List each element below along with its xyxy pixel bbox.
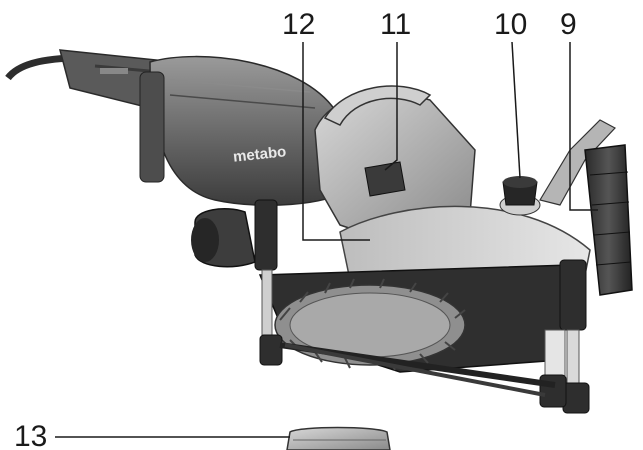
- leader-line-12: [302, 42, 370, 241]
- leader-line-9: [569, 42, 598, 211]
- leader-line-10: [511, 41, 521, 179]
- cutting-guard: [339, 205, 591, 281]
- callout-9: 9: [560, 8, 577, 41]
- callout-12: 12: [282, 8, 316, 41]
- callout-11: 11: [380, 8, 412, 41]
- spindle-lock-button: [364, 161, 406, 197]
- auxiliary-bow: [323, 85, 432, 126]
- callout-10: 10: [494, 8, 528, 41]
- callout-13: 13: [14, 420, 48, 450]
- part-13-body: [286, 426, 391, 450]
- leader-line-11: [384, 42, 398, 171]
- leader-lines: [55, 41, 598, 438]
- diamond-cutting-disc: [274, 278, 466, 371]
- trigger-switch: [100, 68, 128, 74]
- guide-posts: [254, 199, 590, 414]
- side-handle: [584, 144, 633, 296]
